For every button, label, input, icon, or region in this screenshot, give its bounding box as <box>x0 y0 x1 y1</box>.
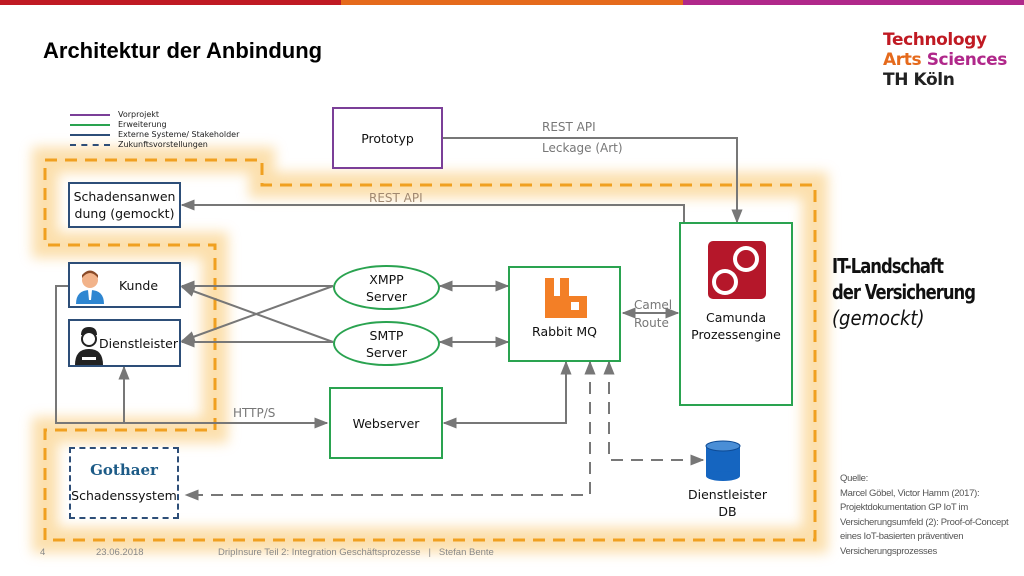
logo-line-th-koeln: TH Köln <box>883 70 955 90</box>
brand-bar-orange <box>341 0 683 5</box>
source-citation: Quelle: Marcel Göbel, Victor Hamm (2017)… <box>840 473 1009 557</box>
th-koeln-logo: Technology Arts Sciences TH Köln <box>883 30 1007 90</box>
node-dienstleister-db[interactable]: Dienstleister DB <box>687 487 767 519</box>
edge-label-route: Route <box>634 316 669 330</box>
node-rabbitmq[interactable]: Rabbit MQ <box>508 266 621 362</box>
brand-color-bar <box>0 0 1024 5</box>
logo-line-technology: Technology <box>883 30 987 50</box>
brand-bar-red <box>0 0 342 5</box>
camunda-gears-icon <box>708 241 766 299</box>
legend-item-zukunft: Zukunftsvorstellungen <box>70 140 239 150</box>
service-provider-icon <box>75 327 103 365</box>
edge-future-db <box>603 360 705 466</box>
customer-avatar-icon <box>76 270 104 304</box>
logo-word-arts: Arts <box>883 50 922 70</box>
legend-item-externe-systeme: Externe Systeme/ Stakeholder <box>70 130 239 140</box>
node-schadensanwendung[interactable]: Schadensanwen dung (gemockt) <box>68 182 181 228</box>
database-icon <box>705 440 741 481</box>
footer-page-number: 4 <box>40 547 46 558</box>
node-dienstleister[interactable]: Dienstleister <box>68 319 181 367</box>
edge-future-schadenssystem <box>184 360 596 501</box>
legend-item-vorprojekt: Vorprojekt <box>70 110 239 120</box>
logo-word-sciences: Sciences <box>926 50 1008 70</box>
node-smtp-server[interactable]: SMTP Server <box>333 321 440 366</box>
node-prototyp[interactable]: Prototyp <box>332 107 443 169</box>
edge-rabbitmq-webserver <box>442 360 572 429</box>
edge-label-rest-api-prototyp: REST API <box>542 120 596 134</box>
edge-label-rest-api-schadensanwendung: REST API <box>369 191 423 205</box>
node-xmpp-server[interactable]: XMPP Server <box>333 265 440 310</box>
footer-text: DripInsure Teil 2: Integration Geschäfts… <box>218 547 494 558</box>
edge-label-camel: Camel <box>634 298 673 312</box>
edge-camunda-schadensanwendung <box>180 199 685 222</box>
footer-date: 23.06.2018 <box>96 547 144 558</box>
rabbitmq-logo-icon <box>545 278 587 318</box>
edge-label-leckage: Leckage (Art) <box>542 141 623 155</box>
node-webserver[interactable]: Webserver <box>329 387 443 459</box>
brand-bar-magenta <box>682 0 1024 5</box>
node-camunda[interactable]: Camunda Prozessengine <box>679 222 793 406</box>
edge-label-https: HTTP/S <box>233 406 276 420</box>
edge-xmpp-dienstleister <box>180 285 334 342</box>
node-schadenssystem[interactable]: Gothaer Schadenssystem <box>69 447 179 519</box>
legend-item-erweiterung: Erweiterung <box>70 120 239 130</box>
region-label: IT-Landschaft der Versicherung (gemockt) <box>832 254 976 330</box>
it-landscape-region-border <box>43 158 817 542</box>
page-title: Architektur der Anbindung <box>43 38 323 63</box>
edge-prototyp-camunda <box>443 137 743 224</box>
gothaer-logo: Gothaer <box>90 461 158 479</box>
node-kunde[interactable]: Kunde <box>68 262 181 308</box>
legend: Vorprojekt Erweiterung Externe Systeme/ … <box>70 110 239 150</box>
